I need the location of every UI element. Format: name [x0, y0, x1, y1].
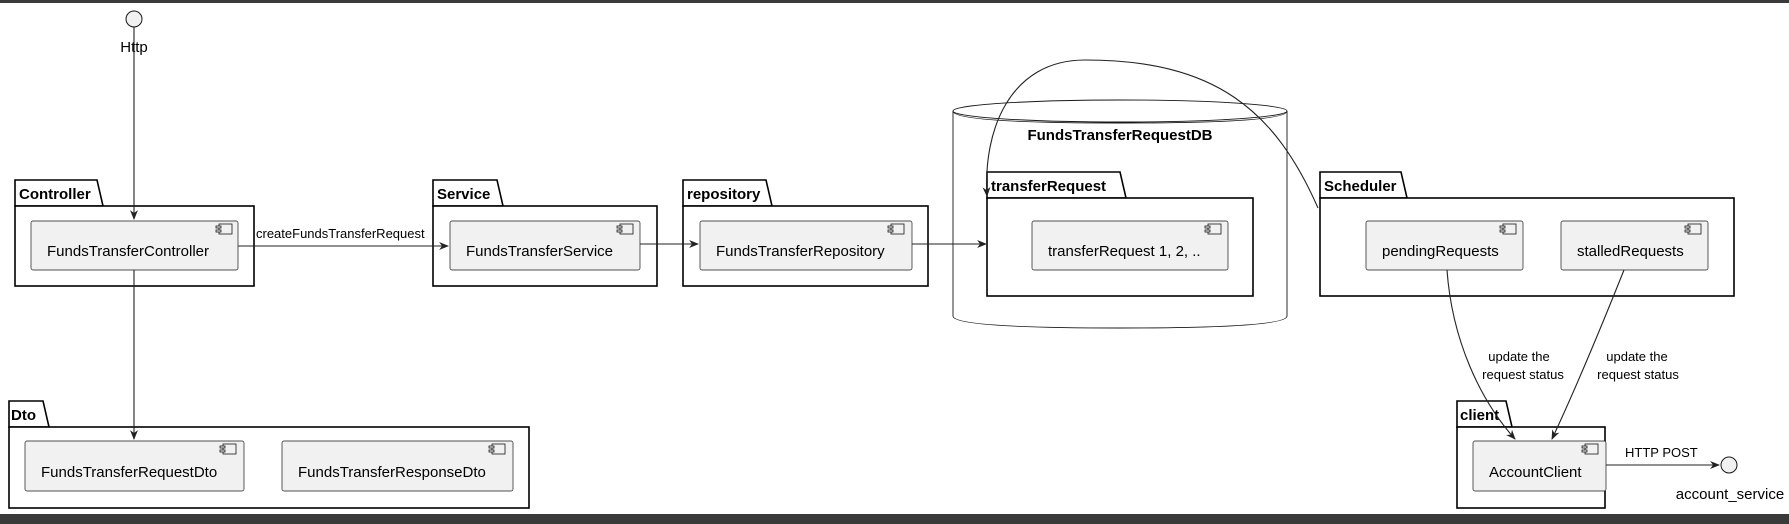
edge-label-update-status-2-line1: update the — [1606, 349, 1667, 364]
component-label: pendingRequests — [1382, 243, 1499, 260]
package-transfer-request-title: transferRequest — [991, 178, 1106, 195]
package-client: client AccountClient — [1456, 400, 1607, 509]
http-interface-icon — [125, 10, 143, 28]
package-service: Service FundsTransferService — [432, 179, 658, 287]
component-label: FundsTransferRepository — [716, 243, 885, 260]
package-controller-title: Controller — [19, 186, 91, 203]
component-funds-transfer-request-dto[interactable]: FundsTransferRequestDto — [24, 440, 245, 492]
component-label: FundsTransferController — [47, 243, 209, 260]
edge-label-update-status-1-line2: request status — [1482, 367, 1564, 382]
package-dto-title: Dto — [11, 407, 36, 424]
package-scheduler-title: Scheduler — [1324, 178, 1397, 195]
package-transfer-request: transferRequest transferRequest 1, 2, .. — [986, 171, 1254, 297]
account-service-interface-label: account_service — [1676, 486, 1784, 503]
edge-label-update-status-2-line2: request status — [1597, 367, 1679, 382]
component-funds-transfer-repository[interactable]: FundsTransferRepository — [699, 220, 913, 271]
edges: createFundsTransferRequest update the re… — [130, 27, 1720, 469]
package-scheduler: Scheduler pendingRequests stalledRequest… — [1319, 171, 1735, 297]
edge-label-update-status-1-line1: update the — [1488, 349, 1549, 364]
component-account-client[interactable]: AccountClient — [1472, 440, 1607, 492]
edge-stalled-to-account-client — [1551, 269, 1625, 440]
component-label: FundsTransferService — [466, 243, 613, 260]
component-transfer-request-items[interactable]: transferRequest 1, 2, .. — [1031, 220, 1229, 271]
component-stalled-requests[interactable]: stalledRequests — [1560, 220, 1709, 271]
component-label: stalledRequests — [1577, 243, 1684, 260]
component-funds-transfer-controller[interactable]: FundsTransferController — [30, 220, 239, 271]
package-repository: repository FundsTransferRepository — [682, 179, 929, 287]
package-service-title: Service — [437, 186, 490, 203]
database-title: FundsTransferRequestDB — [1027, 127, 1212, 144]
package-repository-title: repository — [687, 186, 761, 203]
package-dto: Dto FundsTransferRequestDto FundsTransfe… — [8, 400, 530, 509]
component-label: FundsTransferResponseDto — [298, 464, 486, 481]
component-label: FundsTransferRequestDto — [41, 464, 217, 481]
component-funds-transfer-response-dto[interactable]: FundsTransferResponseDto — [281, 440, 514, 492]
component-funds-transfer-service[interactable]: FundsTransferService — [449, 220, 641, 271]
component-label: AccountClient — [1489, 464, 1582, 481]
component-pending-requests[interactable]: pendingRequests — [1365, 220, 1524, 271]
edge-pending-to-account-client — [1446, 269, 1516, 440]
account-service-interface-icon — [1720, 456, 1738, 474]
component-label: transferRequest 1, 2, .. — [1048, 243, 1201, 260]
edge-scheduler-to-transfer-request — [982, 59, 1319, 209]
edge-label-http-post: HTTP POST — [1625, 445, 1698, 460]
account-service-interface: account_service — [1676, 456, 1784, 503]
edge-label-create-request: createFundsTransferRequest — [256, 226, 425, 241]
package-client-title: client — [1460, 407, 1499, 424]
database-funds-transfer-request-db: FundsTransferRequestDB transferRequest t… — [952, 99, 1288, 329]
